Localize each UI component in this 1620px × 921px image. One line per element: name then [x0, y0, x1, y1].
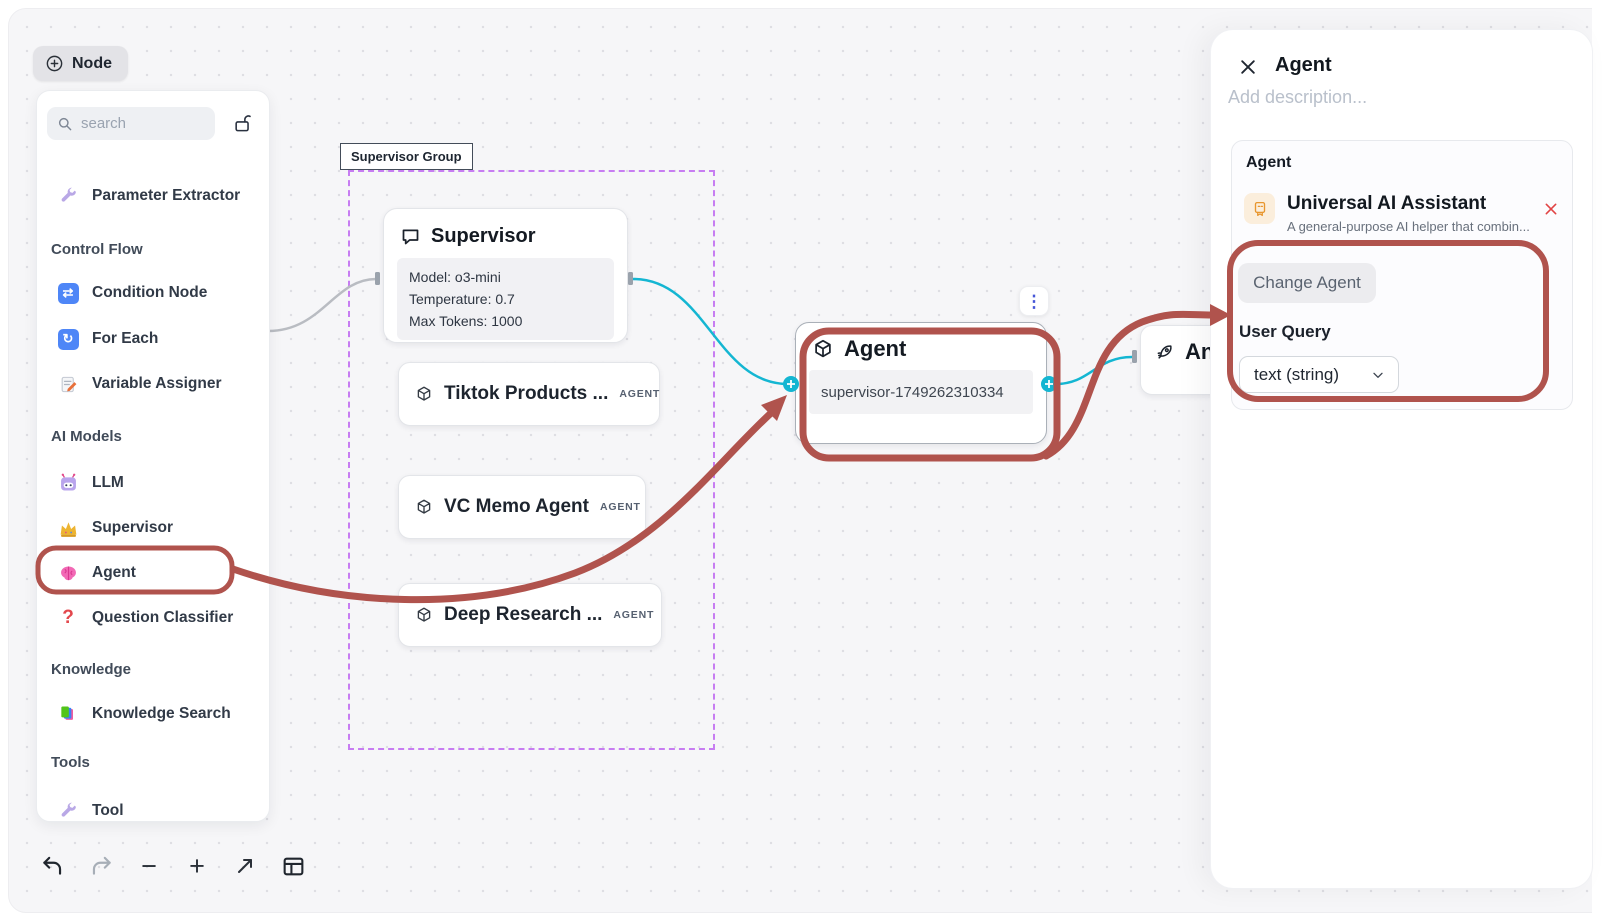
sidebar-section-tools: Tools: [51, 754, 90, 771]
change-agent-button[interactable]: Change Agent: [1238, 263, 1376, 303]
sidebar-item-knowledge-search[interactable]: Knowledge Search: [37, 699, 271, 729]
page-margin: [1592, 0, 1620, 921]
node-config-panel: Agent Add description... Agent Universal…: [1211, 30, 1592, 888]
user-query-value: text (string): [1254, 364, 1340, 384]
user-query-select[interactable]: text (string): [1239, 356, 1399, 393]
robot-icon: [57, 472, 79, 494]
agent-avatar-icon: [1244, 193, 1275, 224]
shuffle-icon: ⇄: [57, 282, 79, 304]
agent-node[interactable]: Agent supervisor-1749262310334: [795, 322, 1047, 444]
remove-x-icon[interactable]: [1543, 201, 1559, 217]
supervisor-node-config: Model: o3-mini Temperature: 0.7 Max Toke…: [397, 258, 614, 340]
supervisor-node-title: Supervisor: [431, 225, 536, 247]
agent-card-tiktok[interactable]: Tiktok Products ... AGENT: [398, 362, 660, 426]
cube-icon: [415, 606, 433, 624]
sidebar-item-for-each[interactable]: ↻ For Each: [37, 324, 271, 354]
cube-icon: [415, 498, 433, 516]
books-icon: [57, 703, 79, 725]
user-query-label: User Query: [1239, 322, 1331, 341]
cube-icon: [415, 385, 433, 403]
speech-bubble-icon: [400, 226, 421, 247]
node-palette-panel: Parameter Extractor Control Flow ⇄ Condi…: [36, 90, 270, 822]
brain-icon: [57, 562, 79, 584]
sidebar-item-question-classifier[interactable]: ? Question Classifier: [37, 603, 271, 633]
zoom-out-icon[interactable]: −: [141, 850, 157, 881]
supervisor-node[interactable]: Supervisor Model: o3-mini Temperature: 0…: [383, 208, 628, 343]
sidebar-item-label: Agent: [92, 564, 136, 581]
supervisor-max-tokens: Max Tokens: 1000: [409, 313, 523, 329]
canvas-toolbar: − +: [38, 845, 308, 887]
layout-icon[interactable]: [278, 851, 308, 881]
sidebar-section-ai-models: AI Models: [51, 428, 122, 445]
panel-title: Agent: [1275, 54, 1332, 76]
sidebar-item-label: Tool: [92, 802, 124, 819]
rocket-icon: [1155, 342, 1175, 362]
agent-type-badge: AGENT: [613, 609, 655, 621]
agent-type-badge: AGENT: [599, 501, 641, 513]
search-box[interactable]: [47, 107, 215, 140]
agent-card-vc-memo[interactable]: VC Memo Agent AGENT: [398, 475, 646, 539]
selected-agent-name: Universal AI Assistant: [1287, 193, 1487, 214]
loop-icon: ↻: [57, 328, 79, 350]
question-mark-icon: ?: [62, 607, 74, 628]
agent-type-badge: AGENT: [619, 388, 661, 400]
search-icon: [57, 116, 73, 132]
sidebar-item-tool[interactable]: Tool: [37, 796, 271, 826]
agent-node-id-box: supervisor-1749262310334: [809, 370, 1033, 414]
sidebar-item-label: Condition Node: [92, 284, 208, 301]
unlock-icon[interactable]: [231, 111, 253, 135]
node-menu-button[interactable]: ⋮: [1019, 286, 1049, 316]
sidebar-item-agent[interactable]: Agent: [37, 558, 271, 588]
agent-card-deep-research[interactable]: Deep Research ... AGENT: [398, 583, 662, 647]
agent-config-card: Agent Universal AI Assistant A general-p…: [1231, 140, 1573, 410]
close-icon[interactable]: [1237, 56, 1259, 78]
sidebar-item-llm[interactable]: LLM: [37, 468, 271, 498]
agent-node-title: Agent: [844, 336, 907, 361]
sidebar-section-control-flow: Control Flow: [51, 241, 143, 258]
sidebar-item-label: Knowledge Search: [92, 705, 231, 722]
supervisor-temperature: Temperature: 0.7: [409, 291, 515, 307]
sidebar-item-variable-assigner[interactable]: Variable Assigner: [37, 369, 271, 399]
sidebar-item-parameter-extractor[interactable]: Parameter Extractor: [37, 181, 271, 211]
wrench-icon: [57, 800, 79, 822]
memo-pencil-icon: [57, 373, 79, 395]
crown-icon: [57, 517, 79, 539]
fit-view-icon[interactable]: [230, 851, 260, 881]
sidebar-item-supervisor[interactable]: Supervisor: [37, 513, 271, 543]
partial-node-title: An: [1185, 339, 1215, 364]
agent-node-id: supervisor-1749262310334: [821, 383, 1004, 401]
zoom-in-icon[interactable]: +: [189, 850, 205, 881]
wrench-icon: [57, 185, 79, 207]
search-input[interactable]: [81, 115, 191, 132]
agent-card-title: VC Memo Agent: [444, 496, 589, 517]
sidebar-item-label: For Each: [92, 330, 159, 347]
cube-icon: [812, 338, 834, 360]
add-node-label: Node: [72, 54, 112, 72]
agent-card-title: Deep Research ...: [444, 604, 603, 625]
redo-icon[interactable]: [86, 851, 116, 881]
sidebar-section-knowledge: Knowledge: [51, 661, 132, 678]
plus-circle-icon: [45, 54, 64, 73]
undo-icon[interactable]: [38, 851, 68, 881]
sidebar-item-label: Supervisor: [92, 519, 173, 536]
supervisor-model: Model: o3-mini: [409, 269, 501, 285]
selected-agent-description: A general-purpose AI helper that combin.…: [1287, 219, 1530, 234]
add-node-button[interactable]: Node: [33, 46, 128, 81]
agent-section-label: Agent: [1246, 154, 1292, 171]
sidebar-item-condition-node[interactable]: ⇄ Condition Node: [37, 278, 271, 308]
kebab-menu-icon: ⋮: [1025, 291, 1043, 311]
supervisor-group-label[interactable]: Supervisor Group: [340, 143, 473, 170]
chevron-down-icon: [1370, 367, 1386, 383]
description-placeholder[interactable]: Add description...: [1228, 87, 1368, 107]
sidebar-item-label: Variable Assigner: [92, 375, 222, 392]
agent-card-title: Tiktok Products ...: [444, 383, 609, 404]
sidebar-item-label: Parameter Extractor: [92, 187, 241, 204]
sidebar-item-label: LLM: [92, 474, 124, 491]
sidebar-item-label: Question Classifier: [92, 609, 234, 626]
